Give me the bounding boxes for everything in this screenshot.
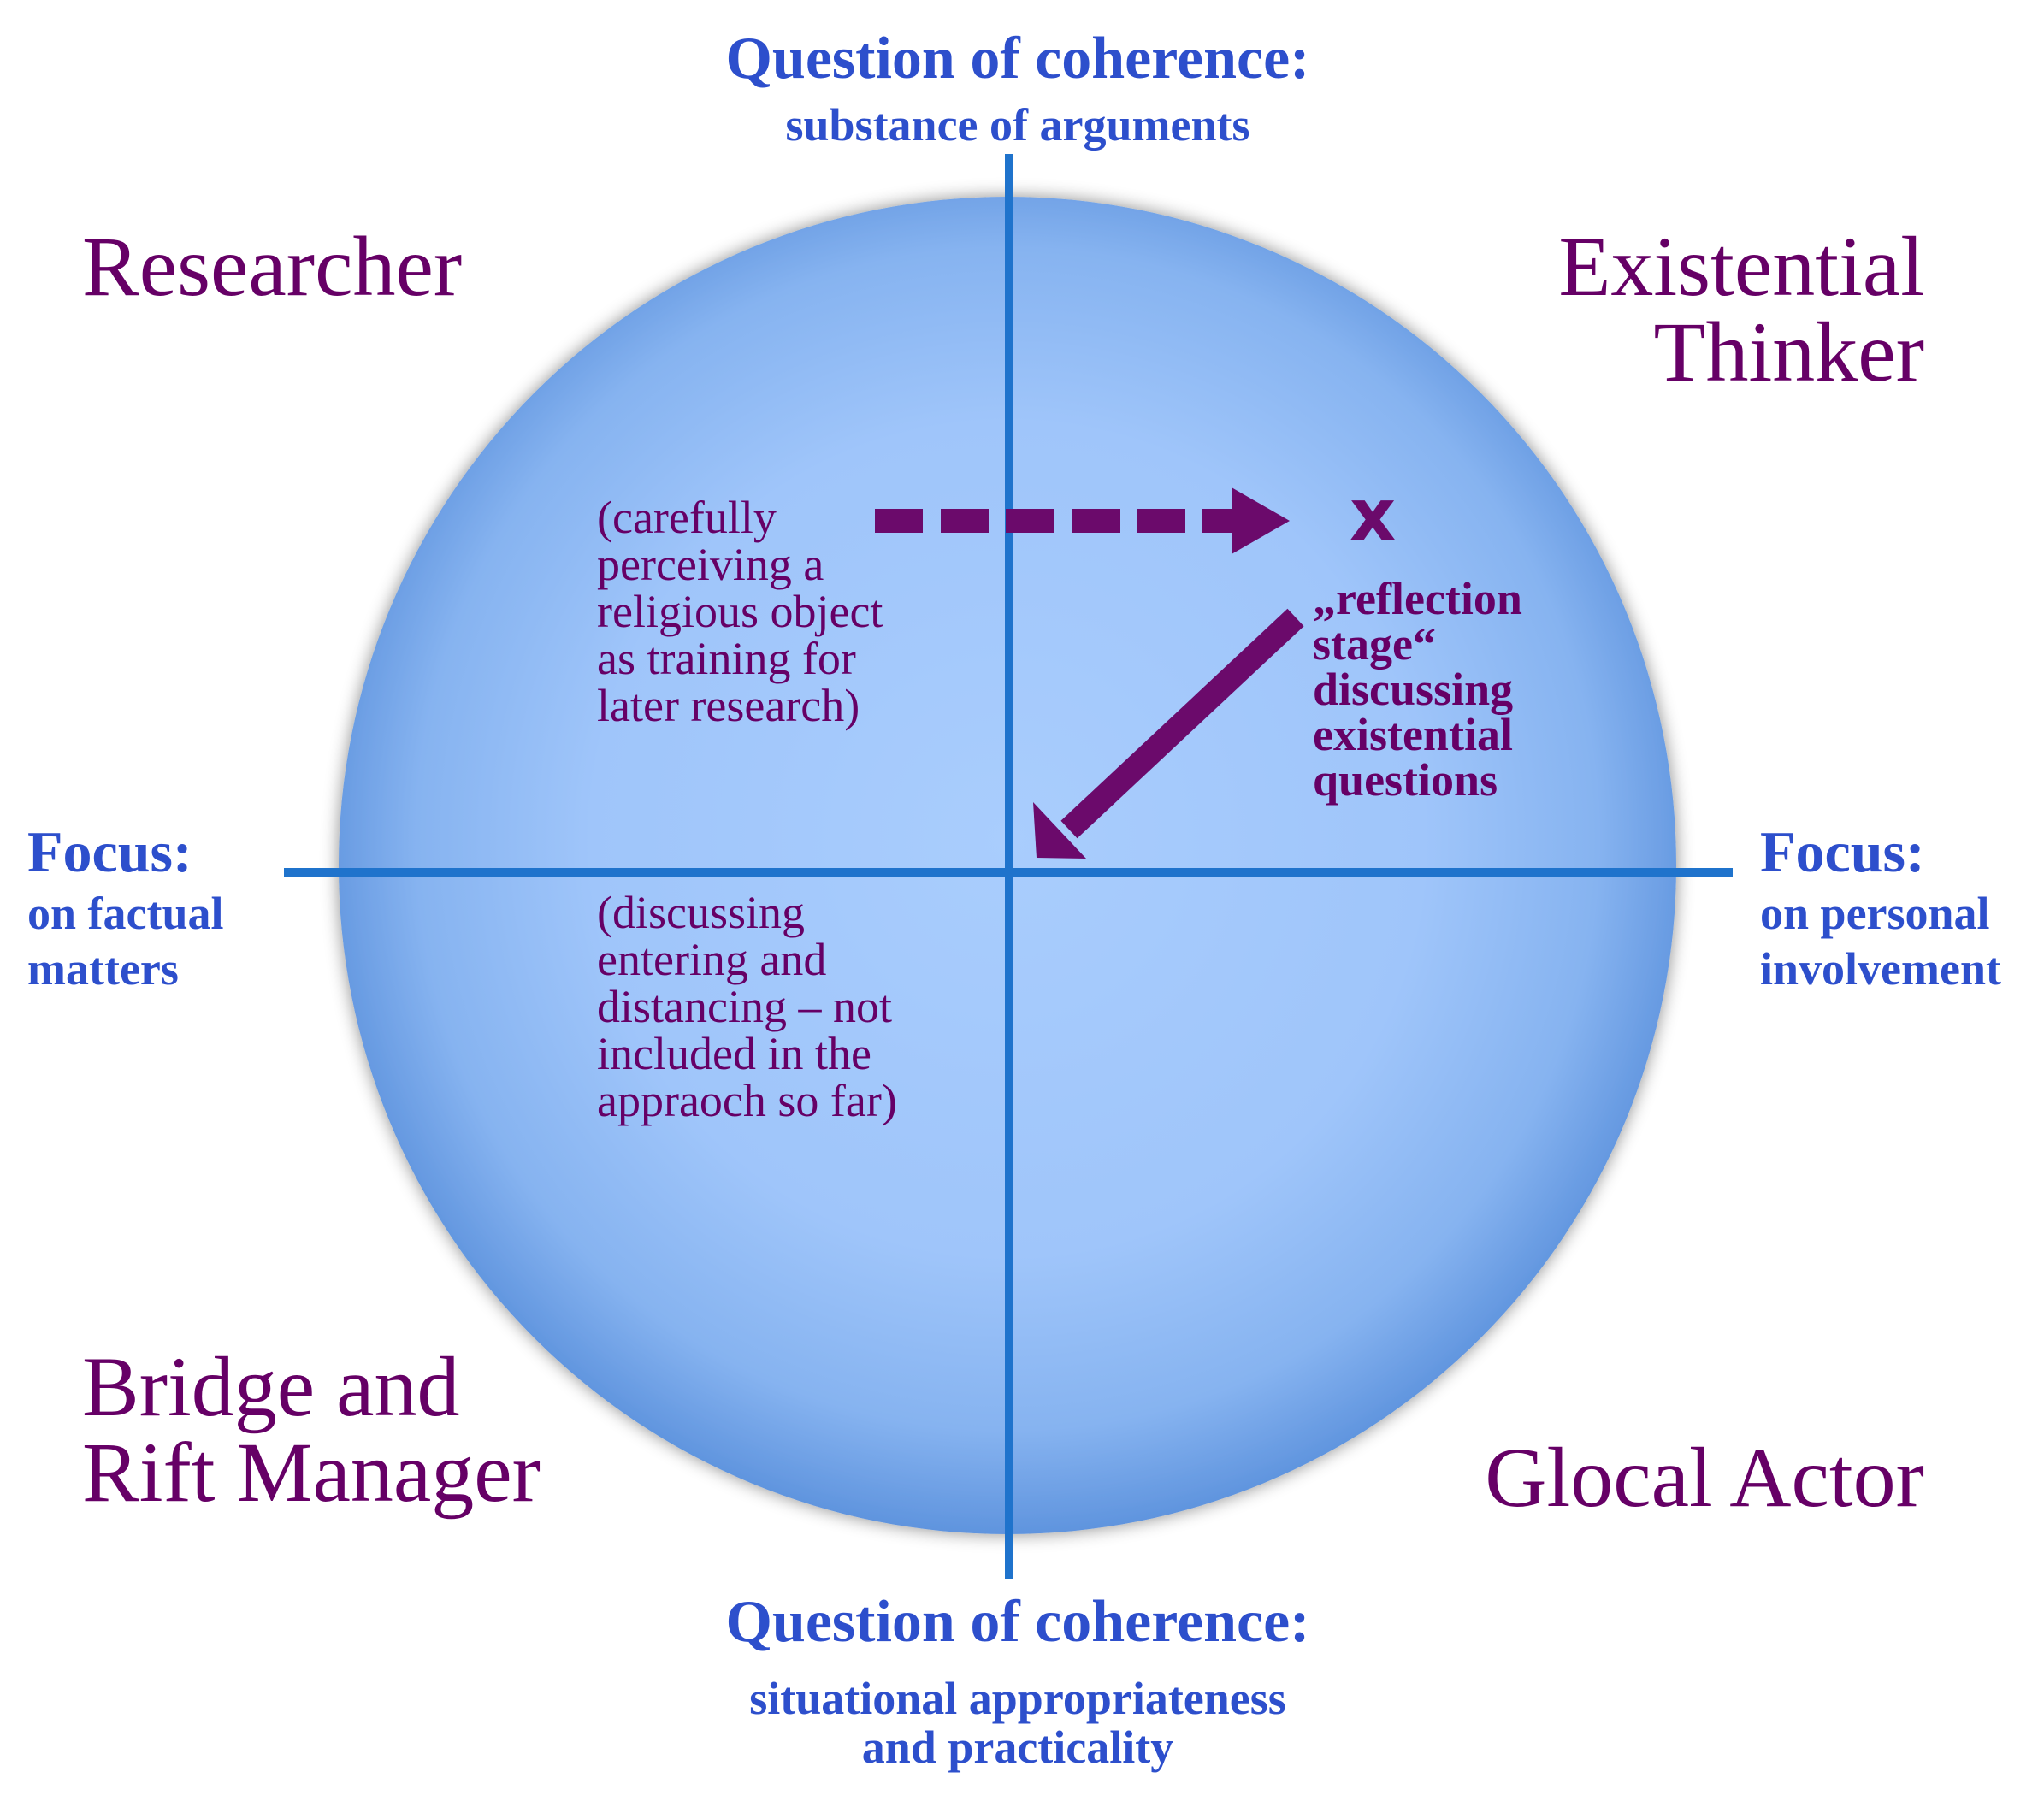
quadrant-glocal-actor: Glocal Actor xyxy=(1485,1430,1924,1525)
note-entering-and-distancing: (discussing entering and distancing – no… xyxy=(597,887,897,1127)
note-perceiving-religious-object: (carefully perceiving a religious object… xyxy=(597,492,883,732)
diagonal-arrow xyxy=(1033,608,1304,859)
quadrant-researcher: Researcher xyxy=(82,219,463,314)
top-axis-subtitle: substance of arguments xyxy=(785,99,1250,151)
quadrant-existential-thinker: Existential Thinker xyxy=(1558,219,1924,399)
bottom-axis-title: Question of coherence: xyxy=(725,1589,1310,1655)
note-reflection-stage: „reflection stage“ discussing existentia… xyxy=(1313,573,1522,806)
bottom-axis-subtitle: situational appropriateness and practica… xyxy=(749,1673,1286,1773)
right-axis-title: Focus: xyxy=(1760,819,1925,884)
left-axis-subtitle: on factual matters xyxy=(27,888,224,995)
top-axis-title: Question of coherence: xyxy=(725,26,1310,92)
quadrant-bridge-and-rift-manager: Bridge and Rift Manager xyxy=(82,1339,541,1520)
right-axis-subtitle: on personal involvement xyxy=(1760,888,2001,995)
dashed-arrow xyxy=(875,487,1290,554)
left-axis-title: Focus: xyxy=(27,819,192,884)
target-x-marker: x xyxy=(1350,473,1397,557)
